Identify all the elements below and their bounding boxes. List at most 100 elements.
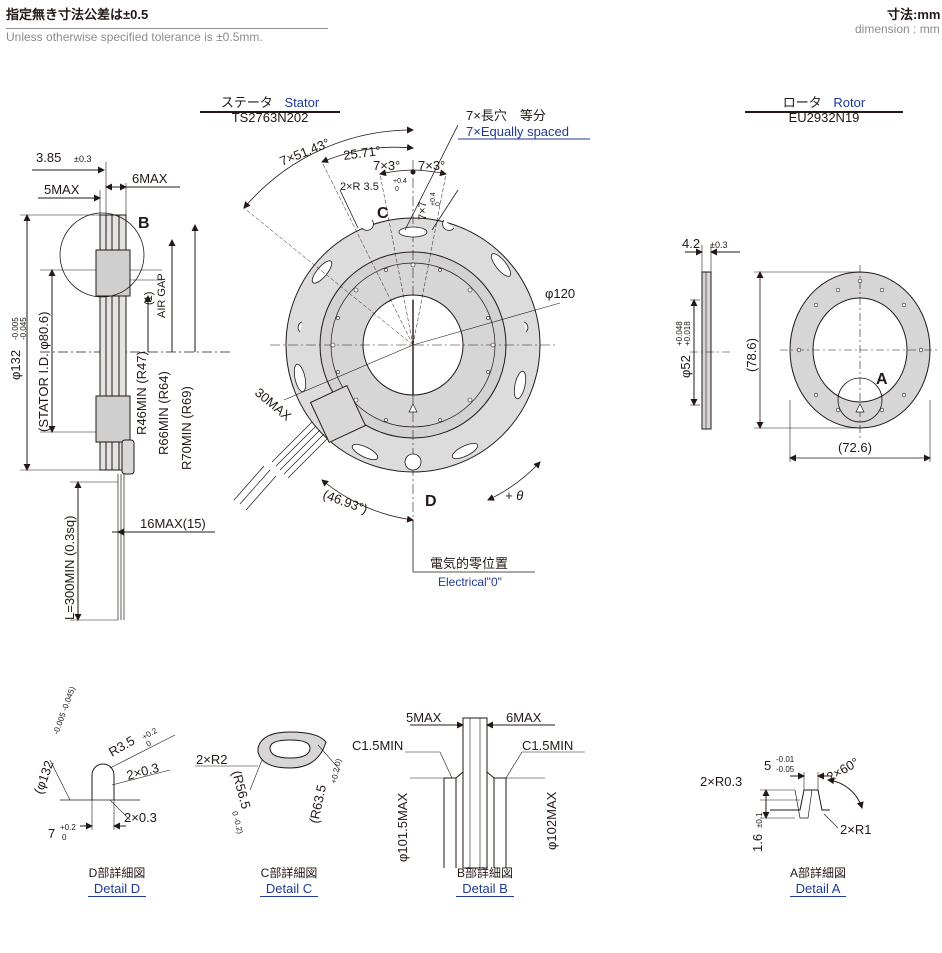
detail-b-title-en: Detail B [456, 881, 514, 897]
label-d: D [425, 493, 437, 510]
rotor-title-en: Rotor [833, 95, 866, 110]
dim-phi52: φ52 [678, 355, 693, 378]
detail-b-labels: 5MAX 6MAX C1.5MIN C1.5MIN φ101.5MAX φ102… [352, 710, 573, 862]
rotor-title-jp: ロータ [782, 95, 822, 110]
detail-d-r3-5-tol-up: +0.2 [141, 726, 160, 742]
detail-d-labels: (φ132 -0.005 -0.045) R3.5 +0.2 0 2×0.3 2… [31, 685, 161, 842]
stator-title-jp: ステータ [220, 95, 273, 110]
dim-4-2-tol: ±0.3 [710, 240, 727, 250]
dim-2xr3-5: 2×R 3.5 [340, 181, 379, 193]
rotor-labels: 4.2 ±0.3 φ52 +0.048 +0.018 (78.6) (72.6)… [675, 236, 888, 455]
slot-note-en: 7×Equally spaced [466, 124, 569, 139]
detail-a-2xr1: 2×R1 [840, 822, 871, 837]
dim-7x51-43: 7×51.43° [278, 135, 332, 169]
detail-a-labels: 5 -0.01 -0.05 2×60° 2×R0.3 2×R1 1.6 ±0.1 [700, 754, 871, 852]
detail-b-drawing [405, 717, 585, 869]
detail-a-1-6-tol: ±0.1 [755, 812, 764, 828]
stator-side-labels: 3.85 ±0.3 5MAX 6MAX B φ132 -0.005 -0.045… [8, 150, 206, 620]
dim-3-85: 3.85 [36, 150, 61, 165]
zero-position-jp: 電気的零位置 [430, 556, 508, 571]
dim-5max: 5MAX [44, 182, 80, 197]
detail-c-title-en: Detail C [259, 881, 319, 897]
detail-b-phi101-5: φ101.5MAX [395, 793, 410, 862]
tolerance-note-en: Unless otherwise specified tolerance is … [6, 28, 328, 44]
detail-d-title-jp: D部詳細図 [88, 866, 146, 880]
detail-d-phi132: (φ132 [31, 759, 57, 797]
stator-title-en: Stator [284, 95, 320, 110]
rotor-title: ロータ Rotor [745, 92, 903, 113]
dim-airgap: AIR GAP [156, 273, 168, 318]
rotor-side-view [685, 245, 740, 430]
detail-c-drawing [195, 731, 341, 791]
rotor-model: EU2932N19 [788, 110, 860, 125]
detail-d-7: 7 [48, 826, 55, 841]
dim-phi132-tol-up: -0.005 [11, 317, 20, 340]
detail-d-7-tol-dn: 0 [62, 833, 67, 842]
dim-cable-length: L=300MIN (0.3sq) [62, 516, 77, 620]
dim-phi52-tol-dn: +0.018 [683, 321, 692, 346]
detail-b-5max: 5MAX [406, 710, 442, 725]
dim-2xr3-5-tol-up: +0.4 [393, 178, 407, 185]
detail-a-title-en: Detail A [789, 881, 847, 897]
detail-c-r63-5: (R63.5 [306, 783, 329, 824]
stator-model: TS2763N202 [231, 110, 309, 125]
dim-7x7-tol-up: +0.4 [430, 192, 437, 206]
detail-b-6max: 6MAX [506, 710, 542, 725]
detail-c-r56-5: (R56.5 [229, 769, 254, 811]
detail-c-title-jp: C部詳細図 [260, 866, 318, 880]
dim-30max: 30MAX [252, 385, 295, 424]
dim-phi132: φ132 [8, 350, 23, 380]
detail-c-r63-5-tol: +0.2 0) [329, 758, 343, 785]
zero-position-en: Electrical"0" [438, 575, 502, 589]
dim-airgap-val: (1) [143, 292, 155, 305]
dim-phi132-tol-dn: -0.045 [19, 317, 28, 340]
detail-b-c1-5-left: C1.5MIN [352, 738, 403, 753]
unit-note-en: dimension : mm [855, 22, 940, 36]
detail-c-labels: 2×R2 (R56.5 0 -0.2) (R63.5 +0.2 0) [196, 752, 343, 835]
detail-a-2x60: 2×60° [824, 754, 861, 784]
detail-a-1-6: 1.6 [750, 834, 765, 852]
detail-a-2xr0-3: 2×R0.3 [700, 774, 742, 789]
dim-7x3-right: 7×3° [418, 158, 445, 173]
detail-d-7-tol-up: +0.2 [60, 823, 76, 832]
dim-3-85-tol: ±0.3 [74, 154, 91, 164]
stator-front-view [233, 124, 561, 573]
dim-46-93: (46.93°) [321, 487, 370, 517]
detail-a-5: 5 [764, 758, 771, 773]
rotor-front-view [754, 265, 940, 462]
detail-d-r3-5: R3.5 [106, 733, 137, 760]
slot-note-jp: 7×長穴 等分 [466, 108, 546, 123]
tolerance-note-jp: 指定無き寸法公差は±0.5 [6, 7, 149, 22]
detail-c-title: C部詳細図 Detail C [234, 864, 344, 897]
dim-2xr3-5-tol-dn: 0 [395, 186, 399, 193]
detail-b-phi102: φ102MAX [544, 791, 559, 850]
detail-d-c03-upper: 2×0.3 [125, 760, 161, 783]
detail-a-drawing [760, 772, 864, 829]
detail-d-drawing [49, 734, 176, 830]
detail-d-title: D部詳細図 Detail D [62, 864, 172, 897]
dim-25-71: 25.71° [342, 143, 381, 163]
dim-6max: 6MAX [132, 171, 168, 186]
dim-r46: R46MIN (R47) [134, 351, 149, 435]
dim-7x3-left: 7×3° [373, 158, 400, 173]
theta-label: + θ [505, 488, 523, 503]
detail-b-c1-5-right: C1.5MIN [522, 738, 573, 753]
detail-d-c03-lower: 2×0.3 [124, 810, 157, 825]
detail-b-title-jp: B部詳細図 [456, 866, 513, 880]
dim-7x7: 7×7 [417, 201, 429, 220]
label-a: A [876, 371, 888, 388]
stator-side-view [20, 162, 230, 621]
dim-72-6: (72.6) [838, 440, 872, 455]
detail-a-5-tol-up: -0.01 [776, 755, 795, 764]
label-b: B [138, 215, 150, 232]
dim-stator-id: (STATOR I.D. φ80.6) [36, 312, 51, 432]
dim-4-2: 4.2 [682, 236, 700, 251]
stator-title: ステータ Stator [200, 92, 340, 113]
detail-d-title-en: Detail D [87, 881, 147, 897]
dim-7x7-tol-dn: 0 [435, 202, 442, 206]
dim-16max: 16MAX(15) [140, 516, 206, 531]
detail-c-r56-5-tol: 0 -0.2) [230, 810, 245, 835]
detail-c-2xr2: 2×R2 [196, 752, 227, 767]
dim-r66: R66MIN (R64) [156, 371, 171, 455]
